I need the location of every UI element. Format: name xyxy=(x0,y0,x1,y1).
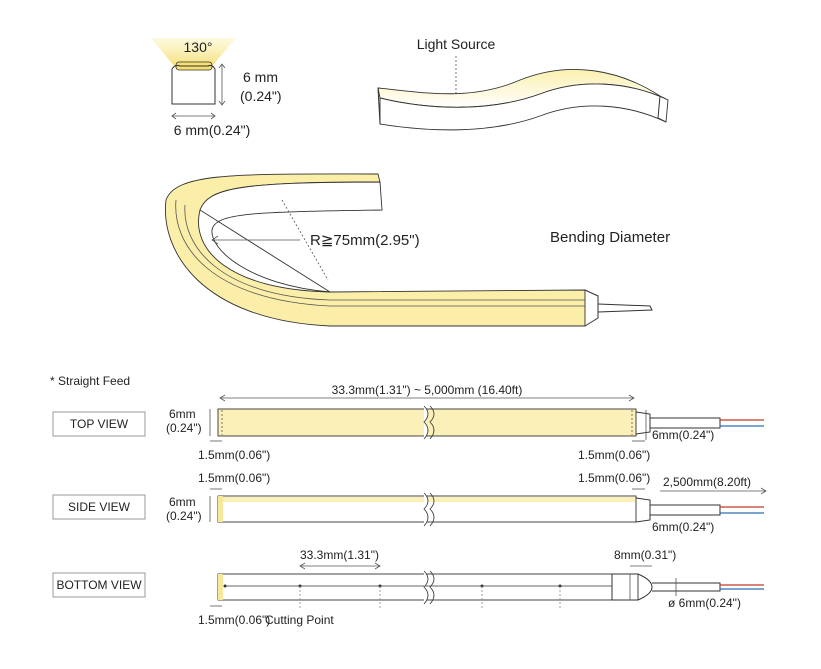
arrow-right-icon xyxy=(210,112,216,120)
break-mark xyxy=(429,570,435,605)
top-end-right: 1.5mm(0.06") xyxy=(578,448,650,462)
side-view-label-box xyxy=(52,494,146,520)
top-end-cap xyxy=(635,411,651,435)
top-length: 33.3mm(1.31") ~ 5,000mm (16.40ft) xyxy=(332,383,523,397)
bend-inner-face xyxy=(199,181,383,293)
bottom-view-label: BOTTOM VIEW xyxy=(56,578,142,592)
top-view: TOP VIEW 6mm (0.24") 33.3mm(1.31") ~ 5,0… xyxy=(52,383,764,462)
profile-body xyxy=(171,64,216,105)
bend-glow-face xyxy=(164,173,586,327)
bend-radius-label: R≧75mm(2.95") xyxy=(310,232,420,249)
break-mark xyxy=(423,492,429,527)
cut-dot xyxy=(223,584,227,588)
side-end-cap xyxy=(635,497,651,523)
arrow-left-icon xyxy=(171,112,177,120)
bend-cable xyxy=(597,303,653,313)
side-cable xyxy=(650,504,721,516)
side-height: 6mm xyxy=(169,495,196,509)
arrow-right-icon xyxy=(374,562,381,570)
top-cable xyxy=(650,417,721,429)
bottom-cable xyxy=(652,582,721,592)
arrow-left-icon xyxy=(211,235,219,245)
bottom-end-left: 1.5mm(0.06") xyxy=(198,613,270,627)
bottom-view: BOTTOM VIEW 33.3mm(1.31") 8mm(0.31") ø 6… xyxy=(52,548,764,627)
arrow-right-icon xyxy=(628,394,635,402)
strip-left-edge xyxy=(377,87,381,125)
arrow-left-icon xyxy=(219,394,226,402)
side-cable-length: 2,500mm(8.20ft) xyxy=(663,475,751,489)
side-end-left: 1.5mm(0.06") xyxy=(198,471,270,485)
top-cable-width: 6mm(0.24") xyxy=(652,428,714,442)
beam-cone xyxy=(151,38,236,66)
side-cable-height: 6mm(0.24") xyxy=(652,520,714,534)
bend-title: Bending Diameter xyxy=(550,229,670,246)
arrow-down-icon xyxy=(218,100,226,106)
beam-angle-label: 130° xyxy=(184,39,213,55)
bottom-cut-pitch: 33.3mm(1.31") xyxy=(300,548,379,562)
profile-section: 130° 6 mm (0.24") 6 mm(0.24") xyxy=(151,38,282,138)
bend-inner-line xyxy=(175,199,585,307)
side-height-in: (0.24") xyxy=(166,509,202,523)
bend-end-cap xyxy=(584,289,599,327)
arrow-up-icon xyxy=(218,63,226,69)
bottom-cutting-point: Cutting Point xyxy=(265,613,334,627)
bending-illustration: R≧75mm(2.95") Bending Diameter xyxy=(164,173,670,327)
top-height-in: (0.24") xyxy=(166,421,202,435)
bottom-cable-diameter: ø 6mm(0.24") xyxy=(668,596,741,610)
side-end-right: 1.5mm(0.06") xyxy=(578,471,650,485)
top-view-label-box xyxy=(52,411,146,437)
break-mark xyxy=(423,570,429,605)
break-mark xyxy=(429,405,435,440)
bottom-end-cap xyxy=(611,573,653,601)
side-view-label: SIDE VIEW xyxy=(68,500,131,514)
side-view: SIDE VIEW 1.5mm(0.06") 1.5mm(0.06") 2,50… xyxy=(52,471,767,534)
break-mark xyxy=(429,492,435,527)
profile-height-in: (0.24") xyxy=(240,88,282,104)
profile-width: 6 mm(0.24") xyxy=(174,122,251,138)
profile-height: 6 mm xyxy=(243,69,278,85)
light-source-illustration: Light Source xyxy=(377,36,669,131)
bottom-cap-length: 8mm(0.31") xyxy=(614,548,676,562)
bottom-left-end xyxy=(218,574,223,600)
top-view-label: TOP VIEW xyxy=(70,417,129,431)
arrow-left-icon xyxy=(299,562,306,570)
break-mark xyxy=(423,405,429,440)
arrow-right-icon xyxy=(760,487,767,495)
bottom-view-label-box xyxy=(52,572,146,598)
bend-inner-line-2 xyxy=(184,204,585,301)
top-end-left: 1.5mm(0.06") xyxy=(198,448,270,462)
strip-right-edge xyxy=(657,95,667,123)
feed-note: * Straight Feed xyxy=(50,374,130,388)
top-height: 6mm xyxy=(169,407,196,421)
light-source-label: Light Source xyxy=(417,36,496,52)
side-left-end xyxy=(218,496,223,522)
bend-radius-axis xyxy=(281,199,329,281)
